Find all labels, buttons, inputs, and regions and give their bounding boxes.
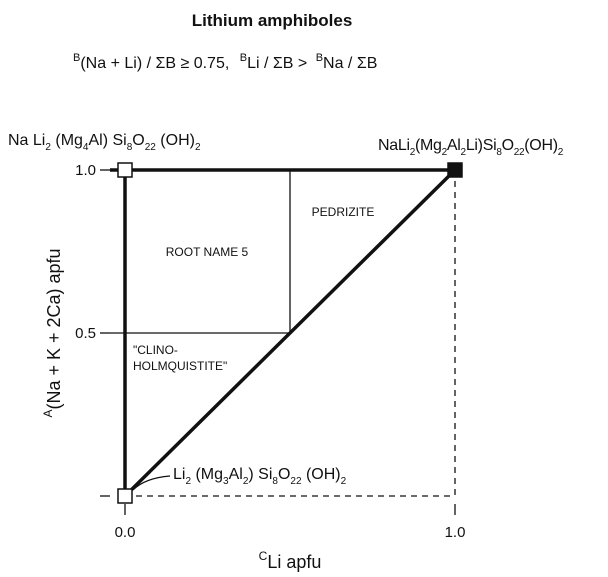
diagram-title: Lithium amphiboles (192, 11, 353, 30)
end-member-top-left-marker (117, 162, 133, 178)
formula-top-left: Na Li2 (Mg4Al) Si8O22 (OH)2 (8, 132, 201, 153)
end-member-top-right-marker (447, 162, 463, 178)
diagram-subtitle: B(Na + Li) / ΣB ≥ 0.75, BLi / ΣB > BNa /… (73, 52, 377, 72)
formula-bottom-left: Li2 (Mg3Al2) Si8O22 (OH)2 (173, 466, 347, 487)
y-tick-label-1: 1.0 (75, 162, 96, 179)
field-label-pedrizite: PEDRIZITE (312, 205, 375, 219)
bottom-left-leader-line (132, 475, 171, 491)
y-tick-label-05: 0.5 (75, 325, 96, 342)
field-label-clinoholmquistite: "CLINO- HOLMQUISTITE" (133, 343, 227, 373)
x-tick-label-0: 0.0 (115, 524, 136, 541)
diagonal-boundary (123, 168, 457, 498)
formula-top-right: NaLi2(Mg2Al2Li)Si8O22(OH)2 (378, 137, 564, 158)
x-axis-label: CLi apfu (259, 549, 322, 572)
field-label-root-name-5: ROOT NAME 5 (166, 245, 249, 259)
x-tick-label-1: 1.0 (445, 524, 466, 541)
y-axis-label: A(Na + K + 2Ca) apfu (41, 248, 64, 417)
end-member-bottom-left-marker (117, 488, 133, 504)
